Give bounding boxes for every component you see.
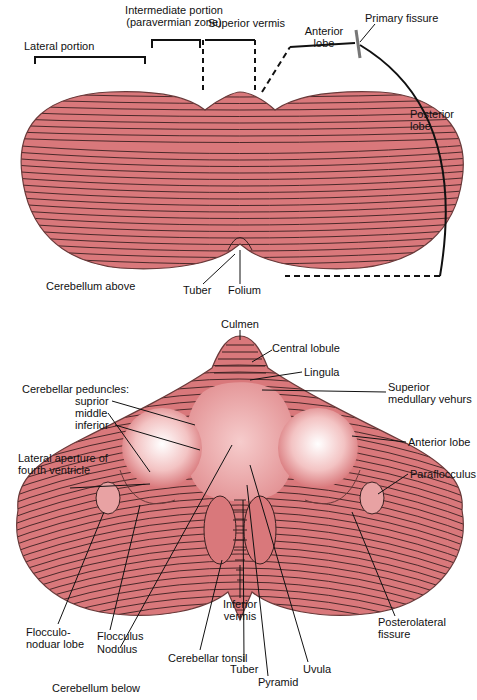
folium-line <box>0 171 477 180</box>
part-label: Superior medullary vehurs <box>388 381 473 405</box>
part-label: Cerebellar peduncles: <box>22 383 129 395</box>
folium-line <box>0 151 477 160</box>
folium-line <box>0 190 477 199</box>
folium-line <box>0 99 477 104</box>
part-label: Posterolateral fissure <box>378 616 463 640</box>
folium-line <box>0 236 477 245</box>
part-label: Central lobule <box>272 342 340 354</box>
bracket <box>360 45 446 276</box>
part-label: Nodulus <box>97 643 137 655</box>
part-label: Uvula <box>303 663 331 675</box>
folium-line <box>0 125 477 130</box>
leader-line <box>360 24 375 42</box>
part-label: Flocculus <box>97 630 143 642</box>
bracket <box>35 57 145 64</box>
bracket <box>205 39 255 41</box>
cerebellar-tonsil <box>244 496 276 564</box>
cerebellar-peduncle <box>122 408 202 488</box>
dashed-divider <box>203 40 255 92</box>
fissure-mark <box>356 30 360 58</box>
folium-line <box>0 262 477 271</box>
part-label: suprior <box>75 395 109 407</box>
folium-line <box>0 197 477 206</box>
folium-line <box>0 145 477 154</box>
part-label: middle <box>75 407 107 419</box>
dashed-divider <box>285 275 440 277</box>
part-label: Lateral aperture of fourth ventricle <box>18 452 113 476</box>
part-label: Tuber <box>183 284 211 296</box>
flocculus <box>360 482 384 514</box>
folium-line <box>0 158 477 167</box>
folium-line <box>0 86 477 91</box>
folium-line <box>0 132 477 137</box>
folium-line <box>0 164 477 173</box>
folium-line <box>0 119 477 124</box>
part-label: Primary fissure <box>365 12 438 24</box>
aperture-edge <box>305 470 360 504</box>
part-label: Paraflocculus <box>410 468 476 480</box>
part-label: Cerebellum above <box>46 280 135 292</box>
folium-line <box>0 138 477 143</box>
folium-line <box>0 112 477 117</box>
cerebellum-top-outline <box>21 92 463 269</box>
part-label: Tuber <box>230 663 258 675</box>
part-label: Culmen <box>221 318 259 330</box>
folia-lines <box>0 365 477 683</box>
part-label: Lingula <box>304 366 339 378</box>
folium-line <box>0 229 477 238</box>
part-label: Cerebellum below <box>52 682 140 694</box>
folium-line <box>0 177 477 186</box>
part-label: inferior <box>75 419 109 431</box>
part-label: Superior vermis <box>208 17 285 29</box>
folium-mark <box>228 238 252 251</box>
folium-line <box>0 184 477 193</box>
folium-line <box>0 268 477 277</box>
cerebellum-bottom-outline <box>17 336 464 620</box>
folium-line <box>0 242 477 251</box>
part-label: Cerebellar tonsil <box>168 652 247 664</box>
part-label: Folium <box>228 284 261 296</box>
cerebellum-top-fill <box>21 92 463 269</box>
part-label: Anterior lobe <box>408 436 470 448</box>
folium-line <box>0 203 477 212</box>
folia-lines <box>0 86 477 284</box>
leader-line <box>203 250 240 284</box>
part-label: Inferior vermis <box>212 598 268 622</box>
folium-line <box>0 223 477 232</box>
part-label: Pyramid <box>258 676 298 688</box>
bracket <box>152 40 200 48</box>
cerebellar-tonsil <box>204 496 236 564</box>
part-label: Posterior lobe <box>410 108 465 132</box>
part-label: Lateral portion <box>24 40 94 52</box>
cerebellar-peduncle <box>278 408 358 488</box>
part-label: Anterior lobe <box>298 25 350 49</box>
part-label: Flocculo- noduar lobe <box>26 626 86 650</box>
folium-line <box>0 210 477 219</box>
aperture-edge <box>120 470 175 504</box>
leader-lines <box>58 330 408 676</box>
dashed-divider <box>262 47 290 92</box>
folium-line <box>0 106 477 111</box>
folium-line <box>0 216 477 225</box>
